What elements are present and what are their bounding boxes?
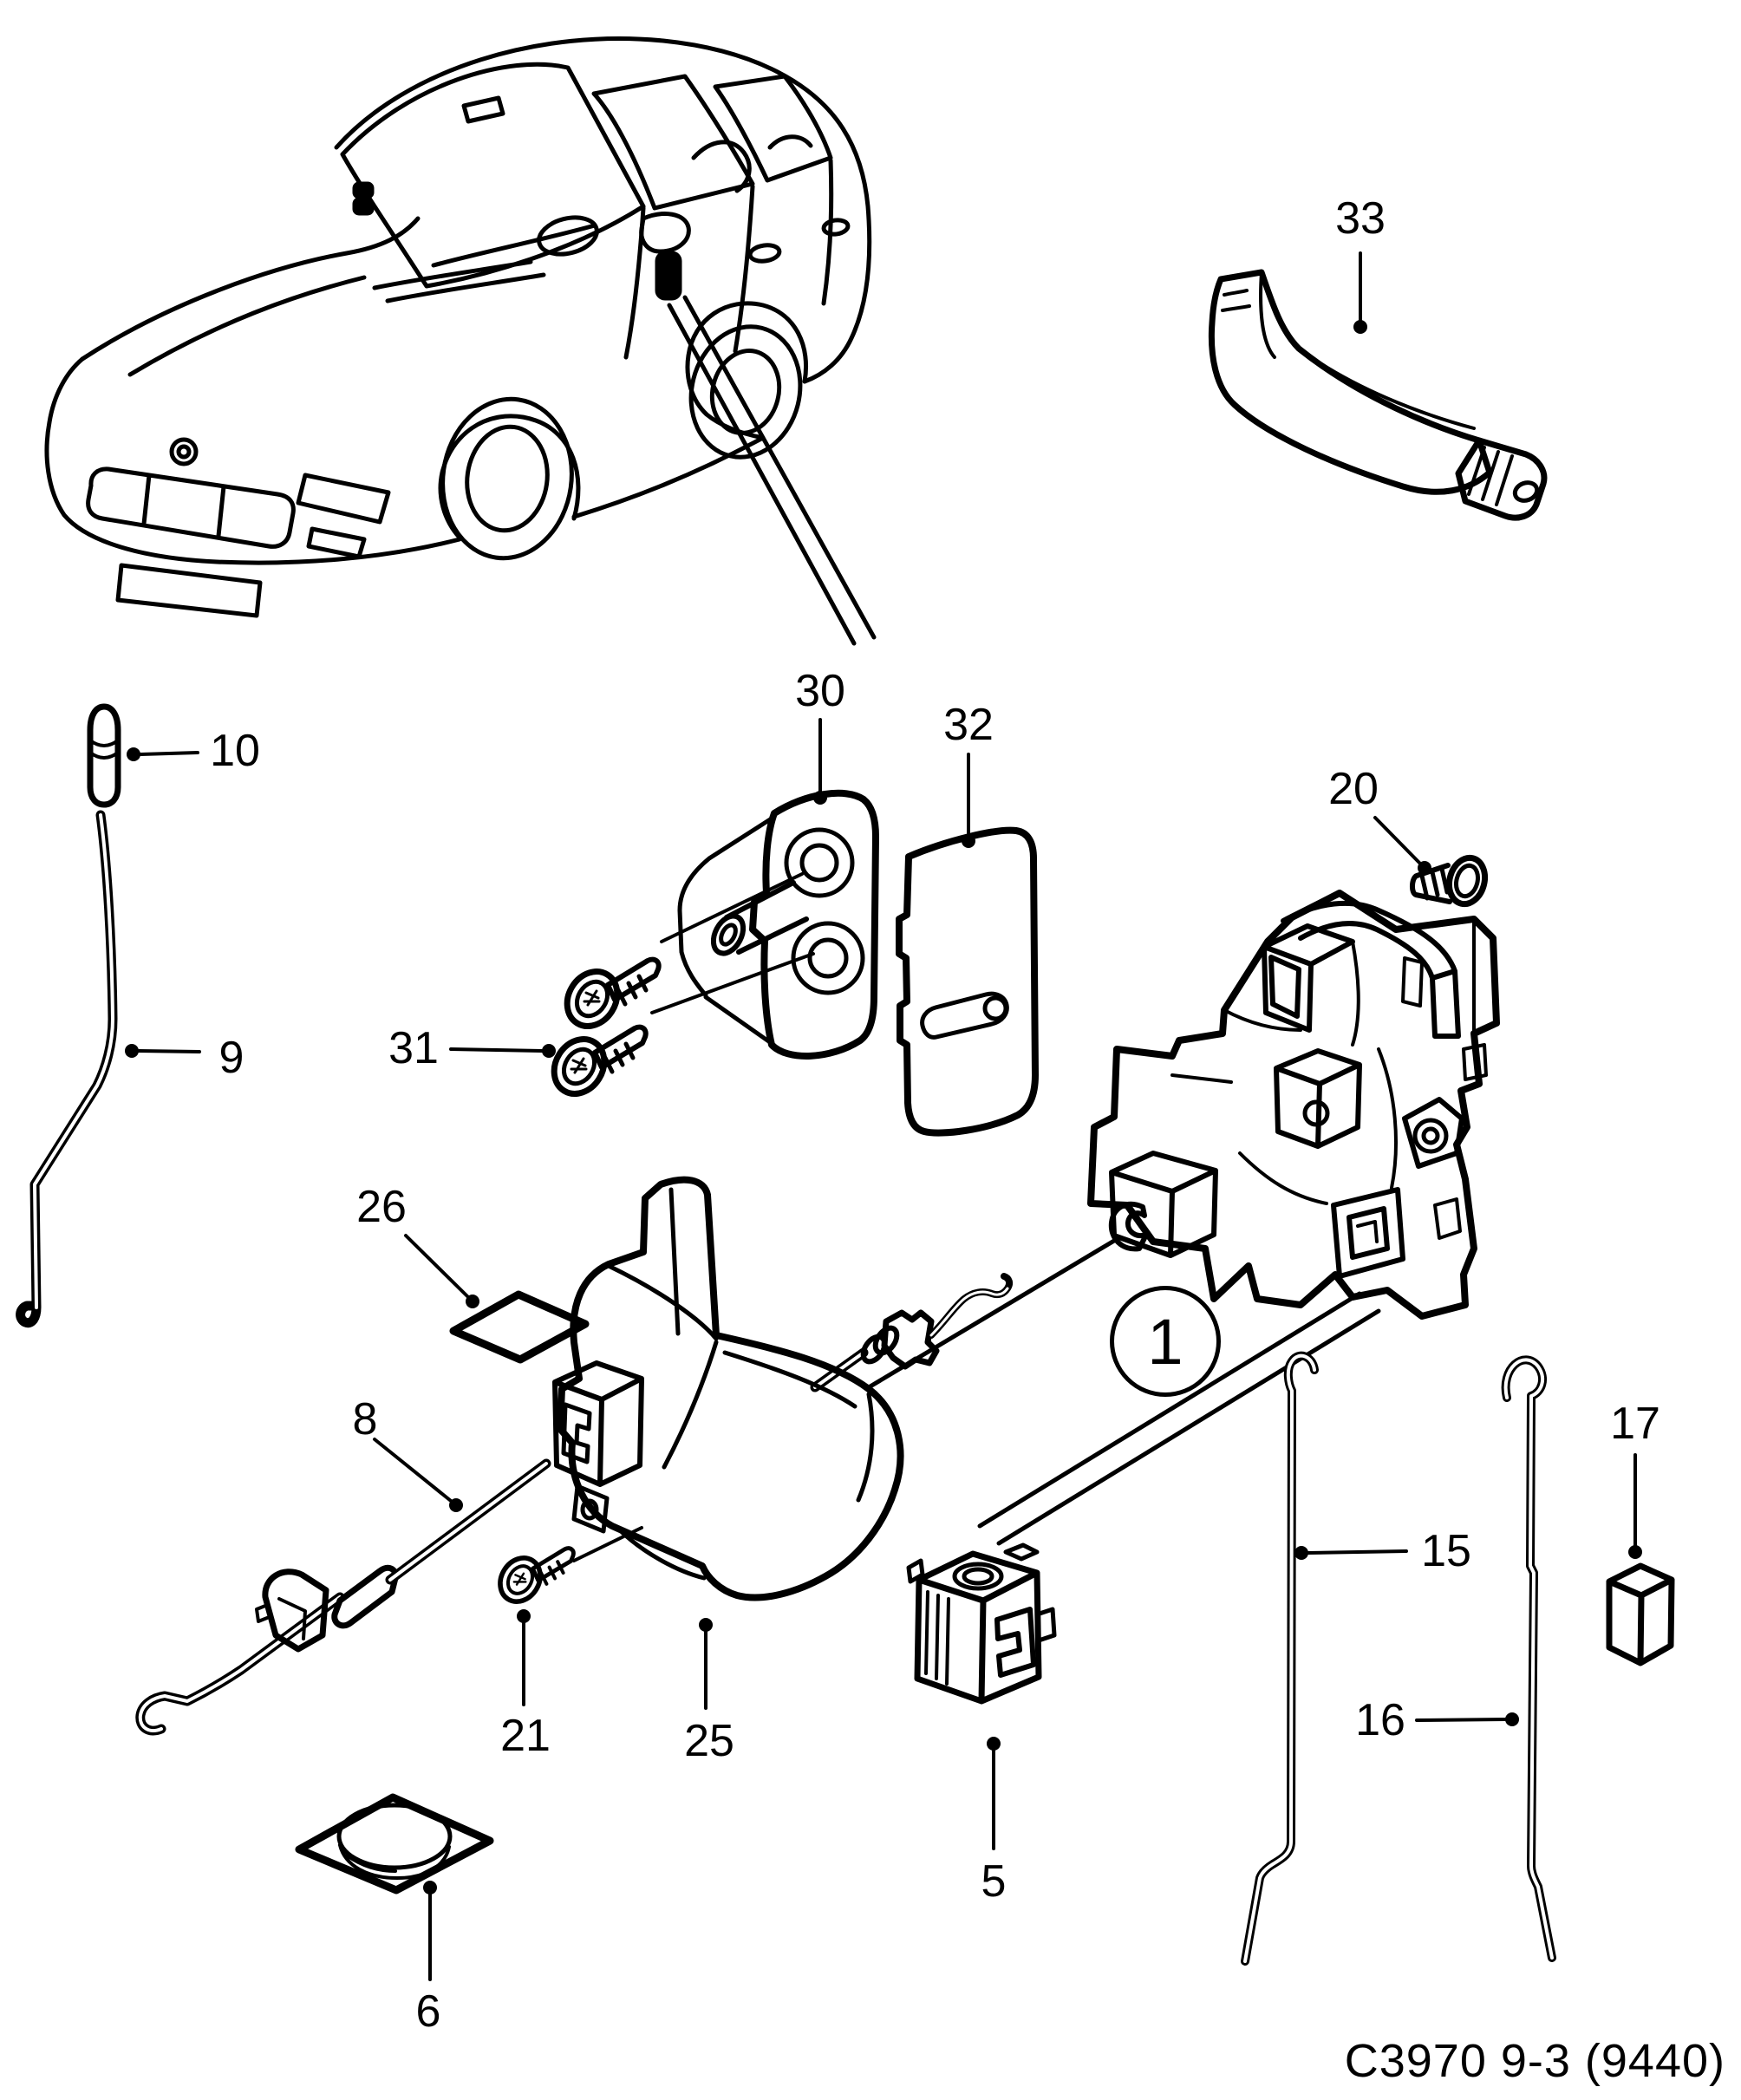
car-mirror: [639, 212, 691, 254]
callout-6: 6: [415, 1986, 441, 2037]
car-front-door-window: [591, 74, 755, 211]
car-badge-inner: [176, 444, 192, 460]
callout-20: 20: [1328, 764, 1379, 814]
callout-8: 8: [352, 1394, 378, 1445]
striker-screws-drawing: [544, 872, 815, 1103]
sealant-tube-drawing: [1208, 269, 1548, 521]
door-lock-marker: [655, 251, 682, 301]
car-grille: [86, 466, 296, 549]
callout-21: 21: [500, 1711, 551, 1761]
car-front-wheel-inner: [465, 424, 550, 533]
callout-5: 5: [981, 1856, 1007, 1907]
lock-cylinder-housing-drawing: [906, 1542, 1057, 1705]
car-hood-line: [80, 216, 421, 362]
lock-rod-16-drawing: [1501, 1355, 1556, 1962]
figure-code: C3970 9-3 (9440): [1344, 2035, 1725, 2087]
car-front-bumper: [44, 356, 462, 565]
car-wiper-lines: [372, 259, 546, 303]
lock-knob-sleeve-drawing: [87, 703, 121, 808]
assembly-leader-lines: [866, 1236, 1381, 1546]
car-windshield: [340, 62, 646, 289]
callout-26: 26: [356, 1182, 407, 1232]
pad-26-drawing: [449, 1290, 590, 1364]
callout-15: 15: [1421, 1526, 1471, 1576]
callout-16: 16: [1355, 1695, 1405, 1745]
car-front-wheel-arch: [438, 414, 581, 540]
lock-screw-drawing: [1410, 854, 1489, 908]
car-seats: [691, 134, 813, 193]
car-license-plate: [115, 563, 263, 618]
callout-1-circled: 1: [1110, 1286, 1221, 1397]
cover-screw-drawing: [492, 1526, 643, 1609]
car-rearview-mirror: [461, 95, 505, 124]
lock-detail-lines: [1170, 917, 1488, 1240]
rod-clip-drawing: [1606, 1562, 1675, 1666]
car-headlight: [296, 473, 391, 525]
car-illustration: [44, 36, 877, 646]
car-hood-crease: [127, 275, 367, 377]
cowl-lock-marker-top: [352, 181, 375, 199]
callout-32: 32: [943, 700, 994, 750]
car-rear-wheel: [688, 324, 803, 460]
car-door-handle-rear: [821, 218, 851, 237]
car-front-wheel: [440, 396, 574, 561]
car-steering-wheel: [537, 215, 599, 257]
callout-9: 9: [218, 1033, 245, 1083]
door-striker-drawing: [677, 789, 879, 1060]
car-sill-line: [571, 435, 766, 519]
callout-31: 31: [388, 1023, 439, 1073]
car-rear-door-window: [713, 74, 833, 183]
leader-lines: [125, 251, 1642, 1981]
striker-cover-drawing: [896, 826, 1039, 1137]
callout-10: 10: [210, 726, 260, 776]
lock-rod-9-drawing: [16, 810, 118, 1328]
car-roof-outline: [334, 36, 872, 384]
car-fog-lamp: [306, 526, 367, 559]
callout-25: 25: [684, 1716, 734, 1766]
car-badge: [169, 437, 199, 466]
car-dash-line: [431, 223, 597, 268]
callout-17: 17: [1610, 1399, 1660, 1449]
cable-cover-drawing: [552, 1176, 904, 1601]
door-to-striker-lines: [667, 295, 877, 646]
callout-30: 30: [795, 666, 845, 716]
car-door-handle-front: [747, 243, 782, 264]
door-lock-assembly-drawing: [1087, 890, 1500, 1320]
lock-rod-15-drawing: [1241, 1351, 1319, 1966]
callout-33: 33: [1335, 193, 1386, 244]
pad-6-drawing: [295, 1793, 494, 1895]
car-rear-wheel-arch: [685, 301, 809, 440]
release-cable-drawing: [135, 1273, 1014, 1736]
cowl-lock-marker-bottom: [352, 197, 375, 216]
